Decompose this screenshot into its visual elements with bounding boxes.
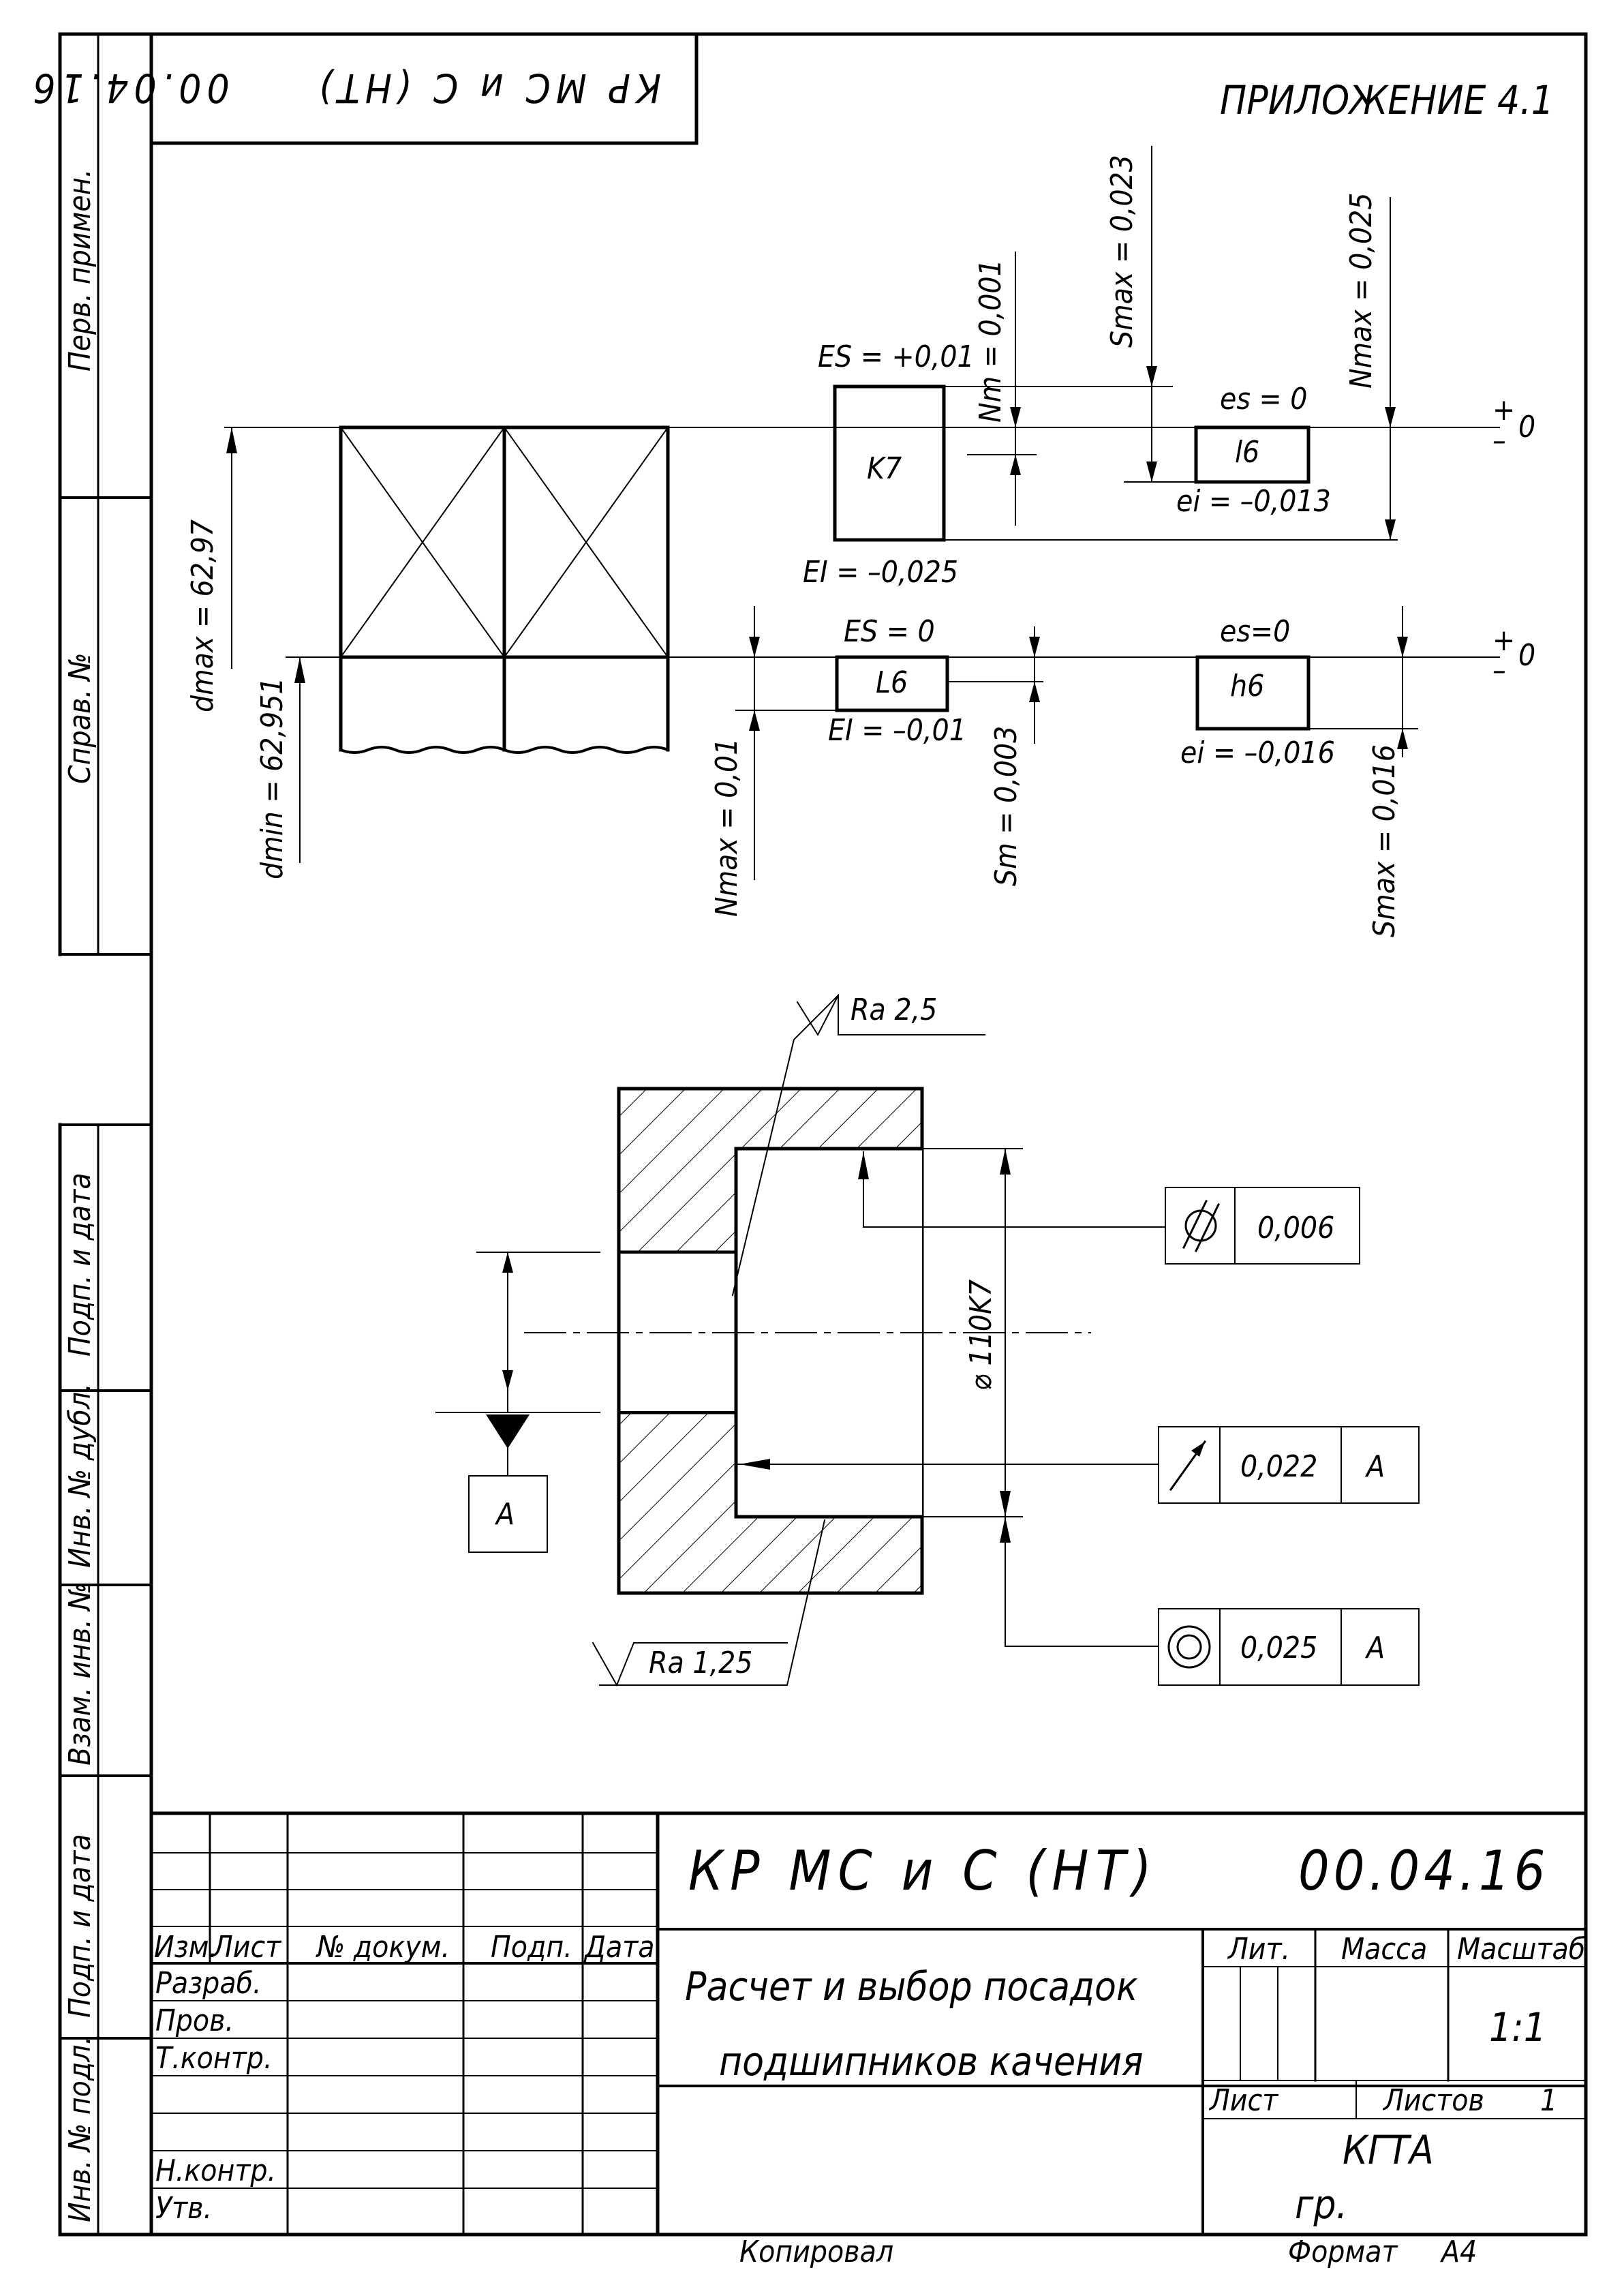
outer-nm-label: Nm = 0,001	[973, 259, 1008, 423]
inner-hole-label: L6	[876, 665, 908, 700]
listov-label: Листов	[1383, 2083, 1484, 2118]
footer-format-value: А4	[1441, 2235, 1477, 2269]
stamp-code: КР МС и С (НТ)	[313, 65, 661, 111]
dmax-label: dmax = 62,97	[185, 519, 220, 712]
l6-zone-inner	[837, 657, 947, 710]
inner-shaft-label: h6	[1230, 669, 1265, 703]
col-list: Лист	[213, 1930, 281, 1965]
inner-minus: –	[1492, 653, 1506, 688]
datum-a-box	[469, 1476, 547, 1552]
appendix-title: ПРИЛОЖЕНИЕ 4.1	[1220, 77, 1554, 123]
dmin-label: dmin = 62,951	[255, 677, 290, 879]
concentricity-datum: A	[1366, 1631, 1385, 1665]
footer-format-label: Формат	[1288, 2235, 1398, 2269]
outer-smax-label: Smax = 0,023	[1105, 155, 1139, 348]
side-inv-dubl: Инв. № дубл.	[63, 1383, 97, 1568]
cylindricity-value: 0,006	[1257, 1211, 1335, 1245]
masshtab-label: Масштаб	[1457, 1932, 1586, 1967]
concentricity-icon	[1169, 1626, 1210, 1667]
inner-smax-label: Smax = 0,016	[1367, 744, 1402, 937]
massa-label: Масса	[1341, 1932, 1428, 1967]
col-data: Дата	[585, 1930, 655, 1965]
role-prov: Пров.	[155, 2003, 234, 2038]
inner-es-shaft-label: es=0	[1220, 614, 1291, 649]
role-razrab: Разраб.	[155, 1966, 262, 2001]
side-vzam-inv: Взам. инв. №	[63, 1582, 97, 1766]
role-utv: Утв.	[155, 2191, 213, 2226]
runout-value: 0,022	[1240, 1449, 1318, 1484]
col-izm: Изм.	[154, 1930, 218, 1965]
inner-plus: +	[1492, 623, 1516, 658]
role-nkontr: Н.контр.	[155, 2153, 277, 2188]
col-dokum: № докум.	[317, 1930, 450, 1965]
side-inv-podl: Инв. № подл.	[63, 2036, 97, 2222]
side-sprav-no: Справ. №	[63, 652, 97, 784]
outer-es-label: ES = +0,01	[818, 339, 975, 374]
inner-es-label: ES = 0	[844, 614, 935, 649]
col-podp: Подп.	[491, 1930, 572, 1965]
side-podp-data-1: Подп. и дата	[63, 1172, 97, 1357]
outer-nmax-label: Nmax = 0,025	[1344, 192, 1379, 389]
h6-zone	[1197, 657, 1308, 729]
lit-label: Лит.	[1228, 1932, 1291, 1967]
outer-plus: +	[1492, 393, 1516, 427]
outer-shaft-label: l6	[1235, 435, 1260, 470]
roughness-top: Ra 2,5	[851, 993, 938, 1027]
l6-zone-outer	[1196, 427, 1308, 482]
outer-ei-label: EI = –0,025	[803, 555, 959, 590]
datum-a-label: A	[496, 1497, 515, 1532]
role-tkontr: Т.контр.	[155, 2041, 273, 2076]
side-perv-primen: Перв. примен.	[63, 168, 97, 372]
cylindricity-frame	[1165, 1187, 1360, 1264]
group-label: гр.	[1295, 2181, 1348, 2228]
inner-sm-label: Sm = 0,003	[989, 725, 1024, 886]
roughness-bottom: Ra 1,25	[649, 1646, 753, 1680]
outer-zero: 0	[1518, 410, 1536, 444]
stamp-number: 00.04.16	[27, 65, 230, 111]
title-number: 00.04.16	[1298, 1839, 1550, 1903]
sheet-frame	[151, 34, 1586, 2235]
side-podp-data-2: Подп. и дата	[63, 1834, 97, 2018]
footer-copied: Копировал	[739, 2235, 894, 2269]
stamp-box	[151, 34, 696, 143]
concentricity-frame	[1159, 1609, 1419, 1685]
outer-minus: –	[1492, 423, 1506, 458]
runout-datum: A	[1366, 1449, 1385, 1484]
outer-es-shaft-label: es = 0	[1220, 382, 1308, 417]
title-line-2: подшипников качения	[719, 2038, 1144, 2085]
inner-nmax-label: Nmax = 0,01	[709, 738, 744, 917]
inner-zero: 0	[1518, 638, 1536, 673]
title-line-1: Расчет и выбор посадок	[685, 1963, 1138, 2010]
inner-ei-label: EI = –0,01	[828, 713, 966, 748]
outer-hole-label: K7	[867, 451, 902, 486]
org-label: КГТА	[1343, 2127, 1434, 2173]
diameter-label: ⌀ 110K7	[964, 1279, 998, 1391]
listov-value: 1	[1540, 2083, 1558, 2118]
title-code: КР МС и С (НТ)	[688, 1839, 1159, 1903]
inner-ei-shaft-label: ei = –0,016	[1180, 736, 1335, 770]
outer-ei-shaft-label: ei = –0,013	[1176, 484, 1331, 519]
concentricity-value: 0,025	[1240, 1631, 1318, 1665]
scale-value: 1:1	[1489, 2004, 1546, 2050]
list-label: Лист	[1210, 2083, 1278, 2118]
runout-frame	[1159, 1427, 1419, 1503]
k7-zone	[835, 387, 944, 540]
